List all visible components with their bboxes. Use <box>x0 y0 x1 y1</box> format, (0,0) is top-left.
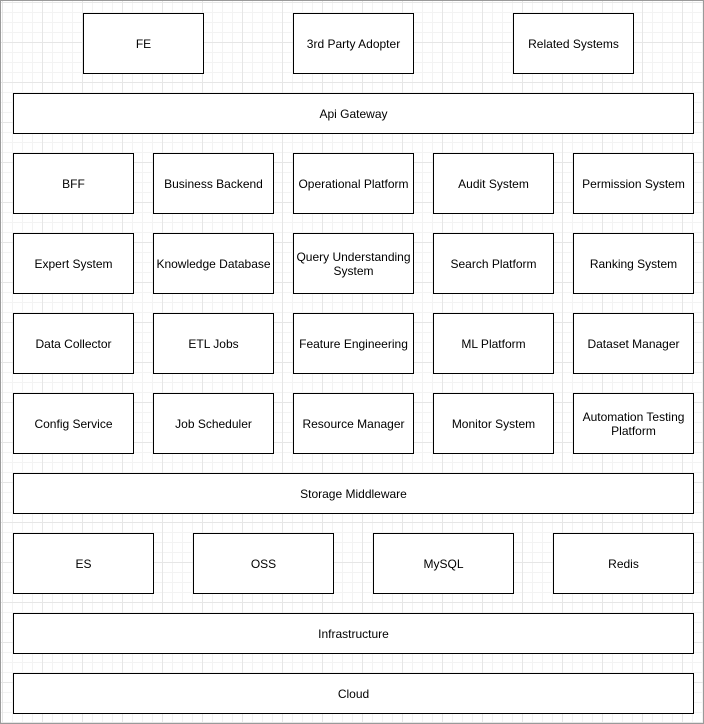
es-box: ES <box>13 533 154 594</box>
redis-box: Redis <box>553 533 694 594</box>
resource-manager-label: Resource Manager <box>302 416 405 431</box>
data-collector-box: Data Collector <box>13 313 134 374</box>
infrastructure-label: Infrastructure <box>318 626 389 641</box>
monitor-system-label: Monitor System <box>451 416 536 431</box>
fe-label: FE <box>135 36 152 51</box>
etl-jobs-label: ETL Jobs <box>188 336 239 351</box>
cloud-box: Cloud <box>13 673 694 714</box>
operational-platform-box: Operational Platform <box>293 153 414 214</box>
bff-box: BFF <box>13 153 134 214</box>
audit-system-label: Audit System <box>458 176 529 191</box>
ranking-system-label: Ranking System <box>589 256 678 271</box>
job-scheduler-box: Job Scheduler <box>153 393 274 454</box>
related-systems-label: Related Systems <box>528 36 619 51</box>
config-service-box: Config Service <box>13 393 134 454</box>
bff-label: BFF <box>62 176 85 191</box>
third-party-adopter-box: 3rd Party Adopter <box>293 13 414 74</box>
knowledge-database-label: Knowledge Database <box>156 256 271 271</box>
redis-label: Redis <box>608 556 639 571</box>
business-backend-box: Business Backend <box>153 153 274 214</box>
audit-system-box: Audit System <box>433 153 554 214</box>
automation-testing-platform-label: Automation Testing Platform <box>582 409 685 438</box>
mysql-box: MySQL <box>373 533 514 594</box>
automation-testing-platform-box: Automation Testing Platform <box>573 393 694 454</box>
ml-platform-box: ML Platform <box>433 313 554 374</box>
operational-platform-label: Operational Platform <box>298 176 409 191</box>
es-label: ES <box>75 556 92 571</box>
cloud-label: Cloud <box>337 686 370 701</box>
feature-engineering-box: Feature Engineering <box>293 313 414 374</box>
search-platform-label: Search Platform <box>450 256 537 271</box>
ml-platform-label: ML Platform <box>461 336 526 351</box>
resource-manager-box: Resource Manager <box>293 393 414 454</box>
third-party-adopter-label: 3rd Party Adopter <box>306 36 401 51</box>
oss-box: OSS <box>193 533 334 594</box>
monitor-system-box: Monitor System <box>433 393 554 454</box>
data-collector-label: Data Collector <box>35 336 112 351</box>
permission-system-box: Permission System <box>573 153 694 214</box>
dataset-manager-box: Dataset Manager <box>573 313 694 374</box>
business-backend-label: Business Backend <box>164 176 263 191</box>
api-gateway-box: Api Gateway <box>13 93 694 134</box>
fe-box: FE <box>83 13 204 74</box>
etl-jobs-box: ETL Jobs <box>153 313 274 374</box>
config-service-label: Config Service <box>34 416 113 431</box>
job-scheduler-label: Job Scheduler <box>175 416 252 431</box>
mysql-label: MySQL <box>423 556 464 571</box>
infrastructure-box: Infrastructure <box>13 613 694 654</box>
related-systems-box: Related Systems <box>513 13 634 74</box>
api-gateway-label: Api Gateway <box>319 106 388 121</box>
expert-system-box: Expert System <box>13 233 134 294</box>
query-understanding-system-box: Query Understanding System <box>293 233 414 294</box>
query-understanding-system-label: Query Understanding System <box>296 249 411 278</box>
expert-system-label: Expert System <box>34 256 113 271</box>
feature-engineering-label: Feature Engineering <box>299 336 408 351</box>
storage-middleware-box: Storage Middleware <box>13 473 694 514</box>
storage-middleware-label: Storage Middleware <box>300 486 407 501</box>
permission-system-label: Permission System <box>582 176 685 191</box>
search-platform-box: Search Platform <box>433 233 554 294</box>
ranking-system-box: Ranking System <box>573 233 694 294</box>
dataset-manager-label: Dataset Manager <box>587 336 680 351</box>
knowledge-database-box: Knowledge Database <box>153 233 274 294</box>
oss-label: OSS <box>250 556 277 571</box>
